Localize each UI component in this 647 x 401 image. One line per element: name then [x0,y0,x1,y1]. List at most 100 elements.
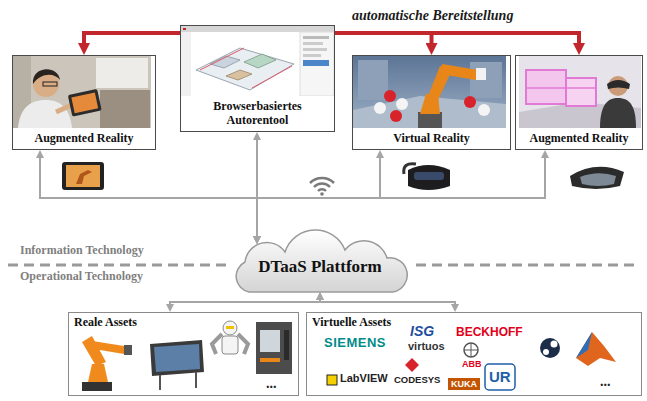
ar-tablet-photo-part-part [71,92,98,113]
box-caption: Augmented Reality [516,128,642,148]
vr-headset-part [414,172,444,180]
touch-table-part [150,340,204,376]
vendor-logo: LabVIEW [340,372,388,385]
vr-headset-part [408,165,450,190]
tablet-device-part [62,162,104,190]
vr-robot-scene [353,56,506,128]
vr-robot-scene-part [390,110,402,122]
labview-icon-part [327,375,337,385]
hololens-headset-part [570,167,624,189]
wifi-icon-part [320,192,324,196]
authoring-tool-screenshot-part [303,42,323,45]
authoring-tool-screenshot [181,26,334,96]
industrial-robot-part [86,340,124,354]
vr-device-box: Virtual Reality [352,55,511,150]
ellipsis: ... [266,376,277,392]
ar-tablet-photo-part [100,90,150,128]
abb-globe-part [464,343,478,357]
ar-hololens-scene-part [600,98,636,128]
network-icon [540,338,560,358]
authoring-tool-screenshot-part [181,32,191,96]
ar-tablet-photo-part [18,100,72,128]
matlab-logo-part [576,332,592,358]
touch-table [150,340,204,390]
abb-globe-part [464,343,478,357]
connector [40,158,257,236]
ar-tablet-photo [13,56,151,128]
box-caption: Augmented Reality [13,128,155,148]
authoring-tool-screenshot-part [226,70,252,80]
ar-hololens-scene [519,56,641,128]
industrial-robot-part [124,345,132,355]
ar-tablet-photo-part [43,82,57,86]
connector [320,300,455,304]
layer-label: Operational Technology [20,270,143,284]
ar-tablet-photo-part [96,58,148,88]
it-ot-divider [8,265,639,266]
dual-arm-robot [212,321,248,354]
ellipsis: ... [600,374,611,390]
network-icon-part [551,341,558,348]
ar-hololens-scene-part [526,87,596,89]
authoring-tool-box: Browserbasiertes Autorentool [180,25,335,132]
abb-globe [464,343,478,357]
dual-arm-robot-part [238,334,248,354]
authoring-tool-screenshot-part [303,60,329,66]
box-caption: Virtual Reality [353,128,510,148]
vr-robot-scene-part [418,112,442,128]
asset-panel: Reale Assets [68,312,299,396]
box-heading: DTaaS Plattform [258,245,382,277]
tablet-device-part [66,165,100,187]
machine-cabinet-part [256,322,292,374]
authoring-tool-screenshot-part [183,28,186,30]
vendor-logo: CODESYS [394,375,440,386]
vr-robot-scene-part [384,90,396,102]
cloud-shape [225,228,415,294]
industrial-robot-part [88,364,108,382]
tablet-device [62,162,104,190]
codesys-icon-part [405,358,419,372]
asset-panel: Virtuelle Assets [306,312,642,396]
authoring-tool-screenshot-part [196,48,294,90]
vr-robot-scene-part [478,104,490,116]
codesys-icon [405,358,419,372]
ur-logo-frame [485,364,515,390]
wifi-icon-part [314,184,330,187]
vr-robot-scene-part [440,64,478,80]
vr-robot-scene-part [476,68,486,80]
authoring-tool-screenshot-part [244,54,276,68]
machine-cabinet [256,322,292,374]
vr-robot-scene-part [464,96,476,108]
ar-device-box: Augmented Reality [515,55,643,150]
vendor-logo: BECKHOFF [456,326,523,340]
connector [170,300,320,304]
it-ot-divider-part [416,264,639,267]
ar-hololens-scene-part [607,80,630,89]
vendor-logo: UR [489,368,511,385]
dual-arm-robot-part [222,336,238,354]
vendor-logo: virtuos [408,340,445,353]
box-heading: Reale Assets [69,313,298,331]
matlab-logo [576,332,616,366]
vr-robot-scene-part [374,102,386,114]
vr-robot-scene-part [470,62,502,98]
wifi-icon-part [318,189,326,191]
ar-device-box: Augmented Reality [12,55,156,150]
ar-hololens-scene-part [526,70,566,104]
authoring-tool-screenshot-part [252,66,292,88]
wifi-icon [310,178,334,196]
industrial-robot-part [82,336,106,366]
it-ot-divider-part [8,264,228,267]
touch-table-part [159,375,161,390]
dual-arm-robot-part [223,321,237,335]
connector [335,33,579,43]
authoring-tool-screenshot-part [303,48,327,51]
ar-hololens-scene-part [519,56,641,128]
hololens-headset [570,167,624,189]
vendor-logo: ISG [410,323,434,339]
vendor-logo: SIEMENS [324,336,386,351]
authoring-tool-screenshot-part [181,26,334,32]
edge-label: automatische Bereitstellung [350,8,515,24]
ar-hololens-scene-part [566,78,596,106]
